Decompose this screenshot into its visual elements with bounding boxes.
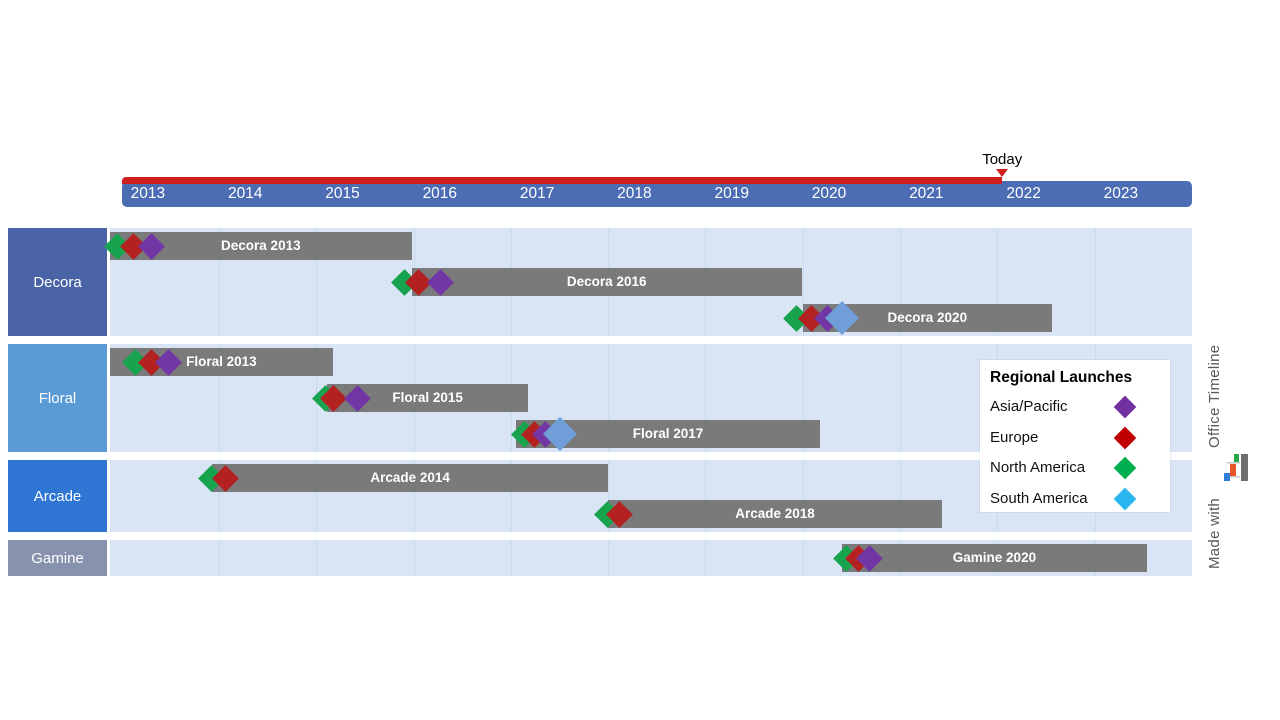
bar-label: Decora 2020 <box>887 310 968 325</box>
year-gridline <box>413 460 415 532</box>
axis-year-label: 2013 <box>130 185 166 202</box>
legend-item-label: Europe <box>990 428 1039 446</box>
year-gridline <box>608 460 610 532</box>
axis-year-label: 2017 <box>519 185 555 202</box>
axis-year-label: 2020 <box>811 185 847 202</box>
year-gridline <box>218 540 220 576</box>
year-gridline <box>316 228 318 336</box>
legend-diamond-icon <box>1113 456 1137 480</box>
bar-label: Arcade 2018 <box>735 506 815 521</box>
axis-year-label: 2021 <box>909 185 944 202</box>
axis-year-label: 2018 <box>617 185 652 202</box>
lane-label-decora: Decora <box>8 228 107 336</box>
legend-item-label: South America <box>990 489 1088 507</box>
lane-label-floral: Floral <box>8 344 107 452</box>
year-gridline <box>802 228 804 336</box>
year-gridline <box>802 460 804 532</box>
year-gridline <box>218 344 220 452</box>
legend-diamond-icon <box>1113 395 1137 419</box>
bar-label: Floral 2015 <box>392 390 463 405</box>
legend-item-europe: Europe <box>980 423 1170 454</box>
office-timeline-logo-icon <box>1224 452 1250 484</box>
legend-item-north-america: North America <box>980 453 1170 484</box>
year-gridline <box>900 460 902 532</box>
year-gridline <box>1094 228 1096 336</box>
bar-label: Gamine 2020 <box>952 550 1037 565</box>
year-gridline <box>510 460 512 532</box>
today-marker-icon <box>996 169 1009 177</box>
legend-item-asia-pacific: Asia/Pacific <box>980 392 1170 423</box>
today-label: Today <box>982 151 1023 168</box>
axis-year-label: 2016 <box>422 185 458 202</box>
bar-label: Decora 2016 <box>566 274 647 289</box>
legend-item-label: Asia/Pacific <box>990 398 1068 415</box>
bar-label: Floral 2017 <box>632 426 704 441</box>
year-gridline <box>997 228 999 336</box>
axis-year-label: 2022 <box>1006 185 1041 202</box>
watermark-brand-text: Office Timeline <box>1206 344 1223 448</box>
axis-year-label: 2015 <box>325 185 360 202</box>
legend-item-label: North America <box>990 459 1086 476</box>
year-gridline <box>802 540 804 576</box>
year-gridline <box>316 460 318 532</box>
year-gridline <box>413 540 415 576</box>
year-gridline <box>705 460 707 532</box>
year-gridline <box>316 540 318 576</box>
legend-item-south-america: South America <box>980 484 1170 515</box>
year-gridline <box>608 540 610 576</box>
bar-label: Arcade 2014 <box>370 470 450 485</box>
bar-decora-2016: Decora 2016 <box>411 268 802 296</box>
year-gridline <box>900 228 902 336</box>
legend-diamond-icon <box>1113 487 1137 510</box>
lane-label-gamine: Gamine <box>8 540 107 576</box>
bar-arcade-2018: Arcade 2018 <box>608 500 942 528</box>
year-gridline <box>802 344 804 452</box>
bar-arcade-2014: Arcade 2014 <box>212 464 609 492</box>
lane-label-arcade: Arcade <box>8 460 107 532</box>
timeline-axis-band <box>121 181 1192 207</box>
year-gridline <box>218 460 220 532</box>
year-gridline <box>900 344 902 452</box>
bar-label: Decora 2013 <box>221 238 301 253</box>
year-gridline <box>510 540 512 576</box>
bar-gamine-2020: Gamine 2020 <box>841 544 1148 572</box>
watermark-made-with-text: Made with <box>1206 497 1223 569</box>
axis-year-label: 2023 <box>1103 185 1139 202</box>
axis-year-label: 2014 <box>227 185 263 202</box>
year-gridline <box>705 540 707 576</box>
year-gridline <box>218 228 220 336</box>
elapsed-time-bar <box>121 177 1003 184</box>
bar-label: Floral 2013 <box>186 354 257 369</box>
year-gridline <box>705 344 707 452</box>
year-gridline <box>608 344 610 452</box>
legend-diamond-icon <box>1113 426 1137 449</box>
legend-title: Regional Launches <box>990 369 1133 386</box>
axis-year-label: 2019 <box>714 185 749 202</box>
